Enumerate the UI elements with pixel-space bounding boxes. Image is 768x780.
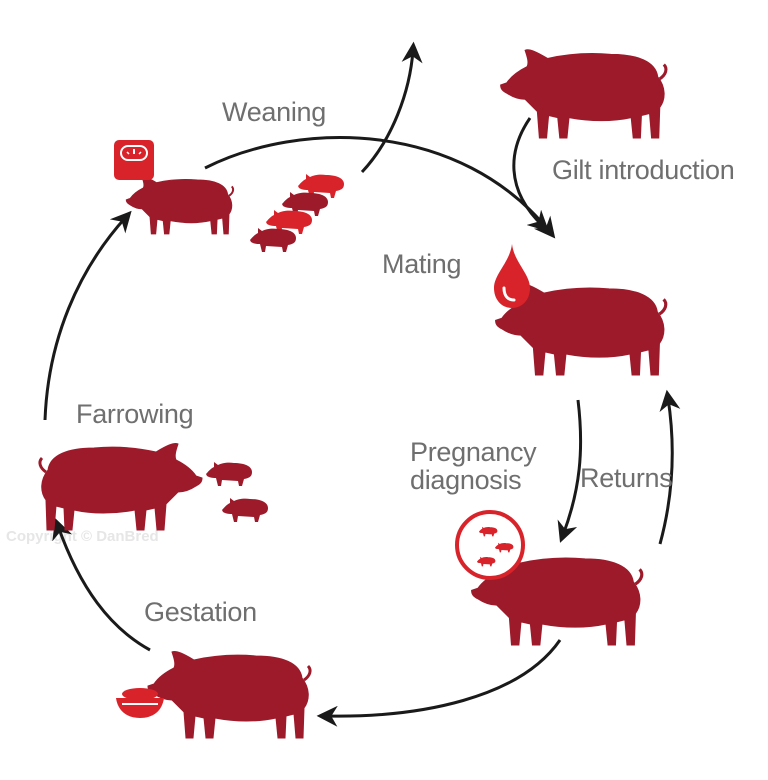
piglets-ultrasound-icon [455, 510, 525, 580]
blood-drop-icon [494, 244, 530, 308]
weaning-sow-icon [125, 175, 235, 235]
arrow-pregnancy-to-gestation [316, 639, 562, 727]
weaned-piglets-icon [250, 174, 344, 252]
arrow-gestation-to-farrowing [52, 518, 151, 652]
label-farrowing: Farrowing [76, 399, 194, 429]
label-gestation: Gestation [144, 597, 257, 627]
arrow-weaning-to-mating [204, 136, 556, 239]
label-gilt-introduction: Gilt introduction [552, 155, 735, 185]
label-returns: Returns [580, 463, 673, 493]
label-pregnancy-diagnosis-1: Pregnancy [410, 437, 537, 467]
newborn-piglets-icon [206, 462, 268, 522]
arrow-mating-to-pregnancy [557, 399, 583, 543]
copyright-watermark: Copyright © DanBred [6, 528, 159, 545]
arrow-returns [658, 389, 681, 545]
label-weaning: Weaning [222, 97, 326, 127]
arrow-gilt-introduction [512, 117, 550, 232]
gestation-sow-icon [146, 649, 312, 740]
farrowing-sow-icon [38, 441, 204, 532]
weighing-scale-icon [114, 140, 154, 180]
feed-bowl-icon [116, 688, 164, 718]
label-mating: Mating [382, 249, 462, 279]
arrow-piglets-exit [360, 41, 423, 174]
arrow-farrowing-to-weaning [43, 210, 132, 421]
label-pregnancy-diagnosis-2: diagnosis [410, 465, 522, 495]
